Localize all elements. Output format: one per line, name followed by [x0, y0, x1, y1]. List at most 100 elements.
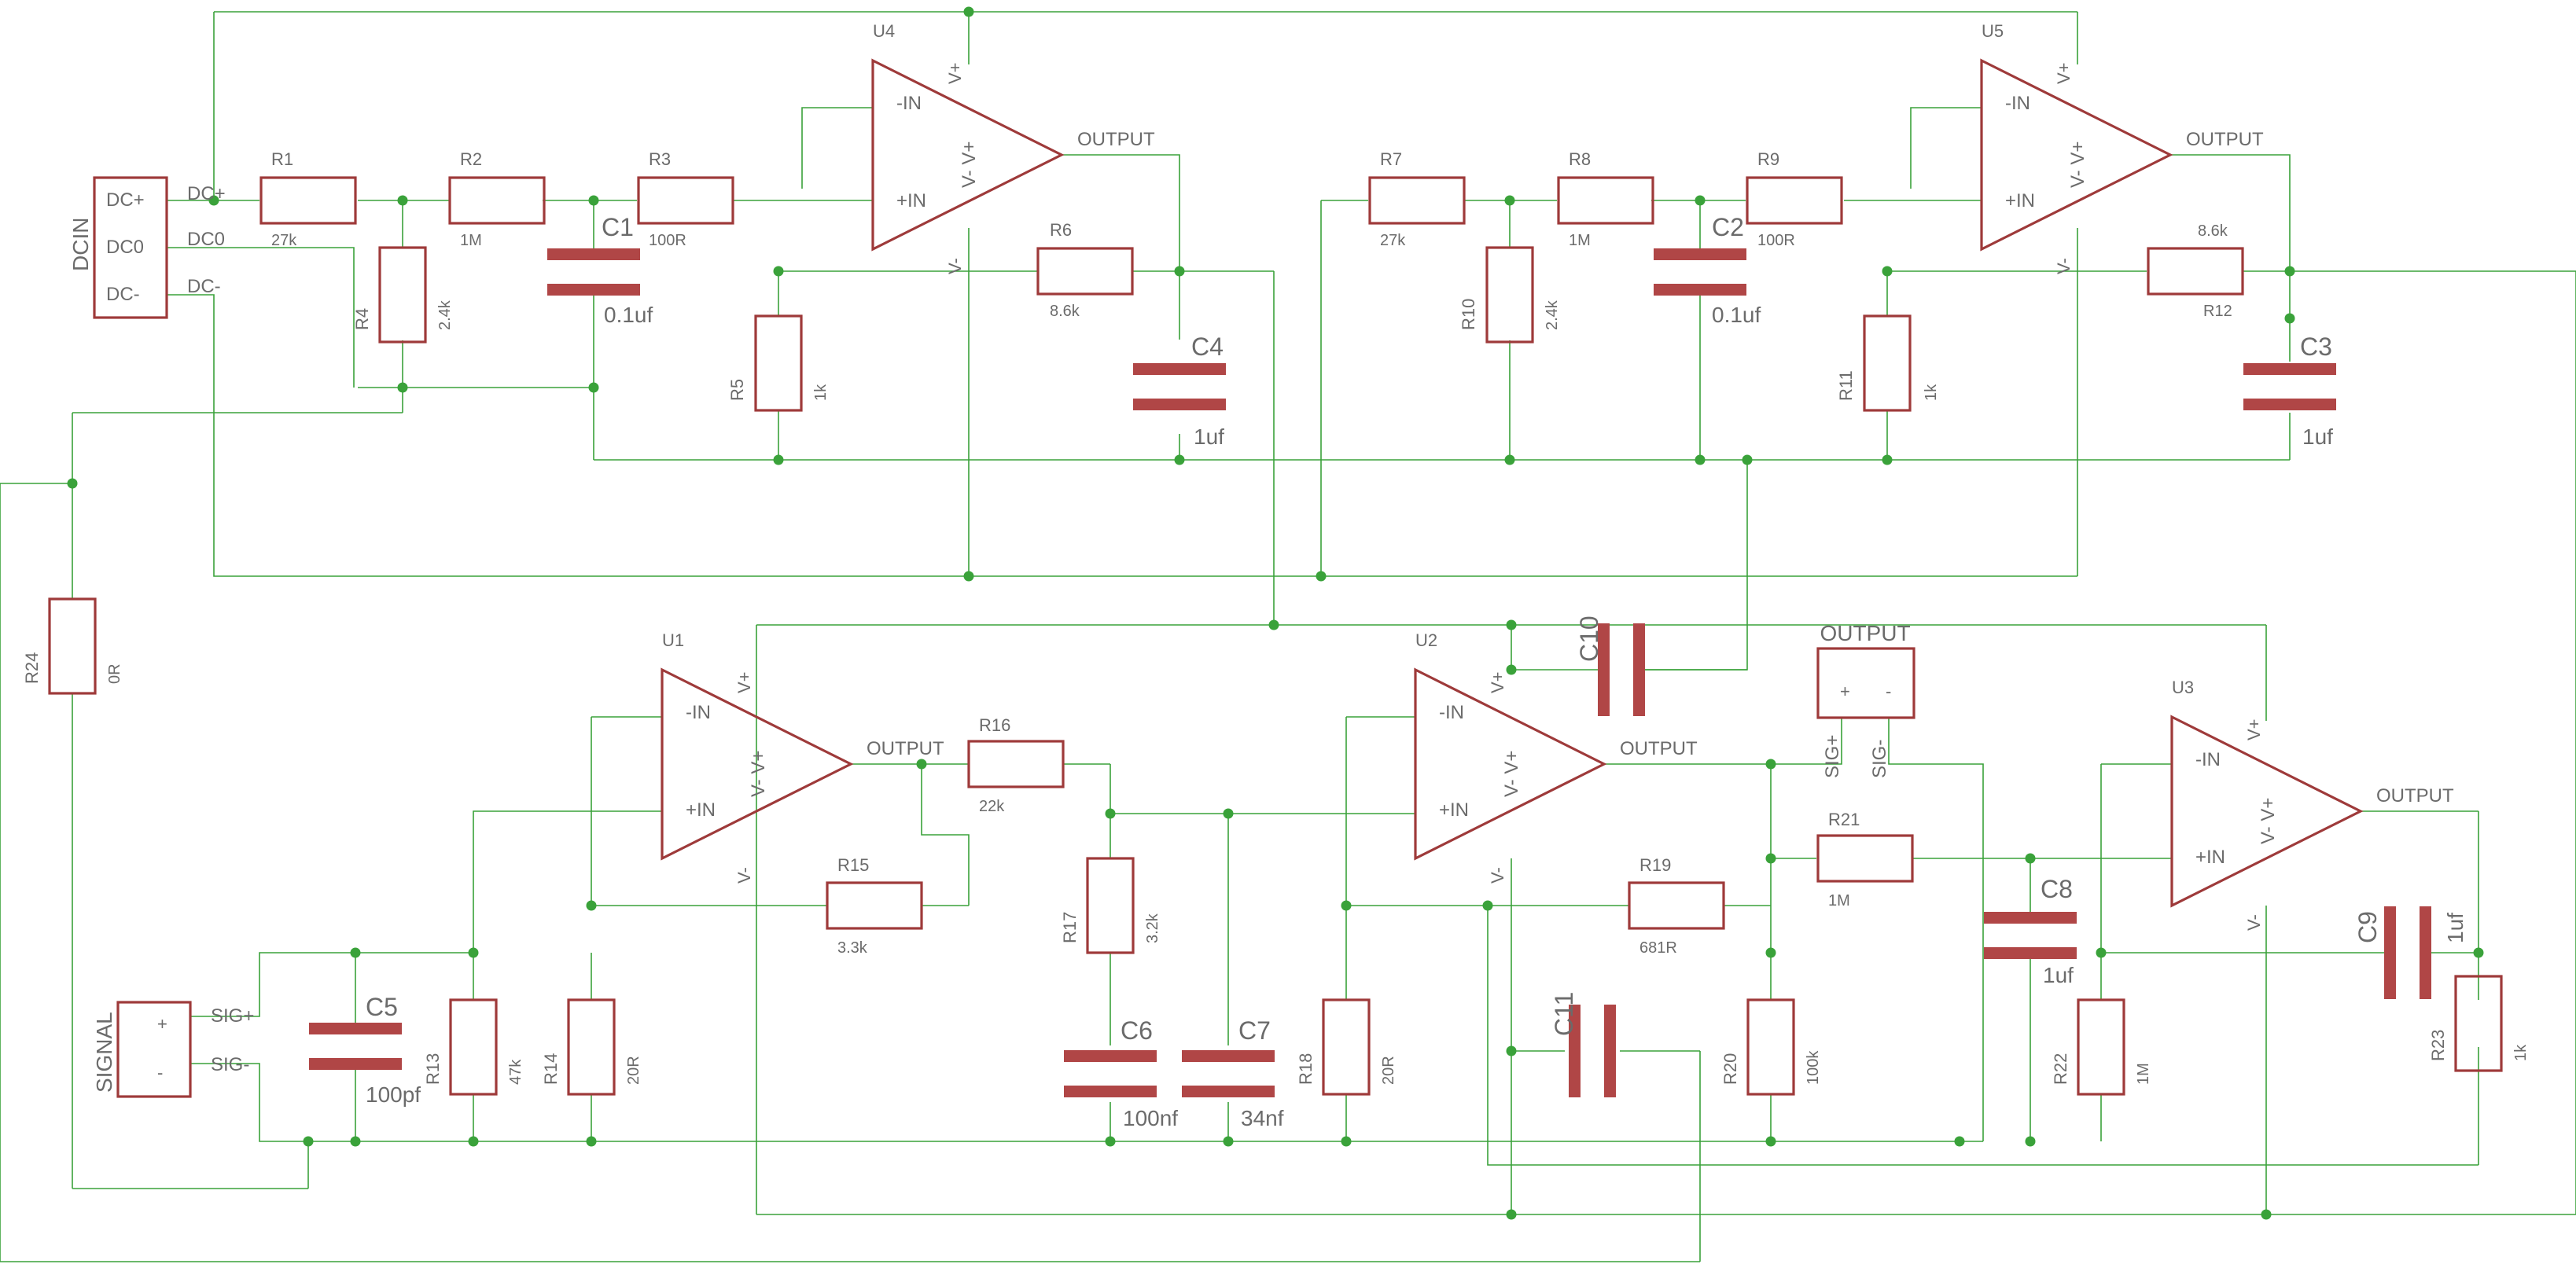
resistor-r19-body [1628, 881, 1725, 930]
opamp-u2-pin-vmvp: V- V+ [1501, 751, 1522, 797]
label-r22: R22 [2051, 1053, 2070, 1085]
opamp-u2-name: U2 [1415, 630, 1437, 650]
connector-dcin-pin1: DC+ [106, 189, 145, 211]
junction [1506, 1045, 1517, 1056]
label-c3v: 1uf [2302, 424, 2333, 449]
label-c6: C6 [1121, 1016, 1153, 1045]
resistor-r12 [2147, 247, 2244, 296]
resistor-r6-body [1036, 247, 1134, 296]
wire [1636, 460, 1748, 671]
connector-output-title: OUTPUT [1820, 621, 1910, 645]
label-r22v: 1M [2135, 1063, 2152, 1085]
junction [1341, 1136, 1352, 1147]
resistor-r3 [637, 176, 734, 225]
junction [1174, 454, 1185, 465]
label-r1: R1 [271, 149, 293, 169]
connector-dcin-body [93, 176, 168, 319]
label-r12v: 8.6k [2198, 222, 2228, 240]
junction [1504, 454, 1515, 465]
opamp-u1 [661, 667, 854, 861]
opamp-u4-body [871, 58, 1065, 252]
opamp-u3-body [2170, 715, 2364, 908]
opamp-u4-pin-vp: V+ [945, 62, 965, 84]
label-r16v: 22k [979, 798, 1005, 815]
capacitor-c8 [1984, 912, 2077, 959]
resistor-r15 [826, 881, 923, 930]
wire [801, 107, 873, 189]
resistor-r13 [449, 998, 498, 1096]
label-c2v: 0.1uf [1712, 303, 1761, 327]
resistor-r24-body [48, 597, 97, 695]
resistor-r9-body [1746, 176, 1843, 225]
label-r18v: 20R [1380, 1056, 1397, 1085]
capacitor-c7-plate-a [1182, 1050, 1275, 1062]
label-r23v: 1k [2512, 1044, 2530, 1061]
opamp-u3-name: U3 [2172, 678, 2194, 697]
label-c1v: 0.1uf [604, 303, 653, 327]
wire [1487, 906, 2478, 1166]
junction [2473, 947, 2484, 958]
junction [916, 759, 927, 770]
label-r7v: 27k [1380, 232, 1406, 249]
label-r15: R15 [837, 855, 869, 875]
capacitor-c5-plate-a [309, 1023, 402, 1034]
junction [397, 195, 408, 206]
capacitor-c8-plate-a [1984, 912, 2077, 924]
opamp-u5-pin-vmvp: V- V+ [2067, 141, 2088, 188]
resistor-r16 [967, 740, 1065, 788]
capacitor-c10-plate-b [1633, 623, 1645, 716]
label-r11v: 1k [1923, 384, 1940, 401]
junction [1695, 195, 1706, 206]
label-c3: C3 [2300, 333, 2332, 361]
resistor-r1 [259, 176, 357, 225]
label-r13: R13 [423, 1053, 443, 1085]
label-r16: R16 [979, 715, 1010, 735]
connector-signal-title: SIGNAL [92, 1012, 116, 1093]
resistor-r21-body [1816, 834, 1914, 883]
opamp-u1-body [661, 667, 854, 861]
junction [1316, 571, 1327, 582]
label-r23: R23 [2428, 1030, 2448, 1061]
wire [167, 294, 2077, 577]
label-r5: R5 [727, 379, 747, 401]
label-r11: R11 [1836, 370, 1856, 401]
junction [1506, 1209, 1517, 1220]
junction [468, 947, 479, 958]
capacitor-c11 [1569, 1005, 1616, 1097]
label-r8: R8 [1569, 149, 1591, 169]
opamp-u4-pin-vmvp: V- V+ [959, 141, 980, 188]
label-c1: C1 [602, 213, 634, 241]
resistor-r5 [754, 314, 803, 412]
junction [2025, 1136, 2036, 1147]
opamp-u4-pin-vm: V- [945, 258, 965, 274]
label-c9v: 1uf [2443, 913, 2467, 943]
opamp-u5-name: U5 [1982, 21, 2004, 41]
opamp-u1-pin-vp: V+ [734, 671, 754, 693]
capacitor-c9-plate-b [2420, 906, 2431, 999]
resistor-r3-body [637, 176, 734, 225]
opamp-u5-pin-output: OUTPUT [2186, 129, 2264, 150]
label-r21: R21 [1828, 810, 1860, 829]
resistor-r21 [1816, 834, 1914, 883]
opamp-u3-pin-output: OUTPUT [2376, 785, 2454, 807]
resistor-r10-body [1485, 246, 1534, 344]
resistor-r13-body [449, 998, 498, 1096]
label-r10: R10 [1459, 299, 1478, 330]
opamp-u1-pin-vmvp: V- V+ [748, 751, 769, 797]
wire [190, 1063, 1983, 1142]
opamp-u3-pin-vp: V+ [2244, 718, 2264, 740]
opamp-u5-pin-vp: V+ [2054, 62, 2074, 84]
label-r1v: 27k [271, 232, 297, 249]
junction [468, 1136, 479, 1147]
label-r7: R7 [1380, 149, 1402, 169]
resistor-r7 [1368, 176, 1466, 225]
capacitor-c5 [309, 1023, 402, 1070]
capacitor-c9-plate-a [2384, 906, 2396, 999]
wire [1771, 718, 1842, 765]
resistor-r22-body [2077, 998, 2125, 1096]
junction [1882, 454, 1893, 465]
label-dcplus-net: DC+ [187, 183, 226, 204]
opamp-u2 [1414, 667, 1607, 861]
capacitor-c8-plate-b [1984, 947, 2077, 959]
